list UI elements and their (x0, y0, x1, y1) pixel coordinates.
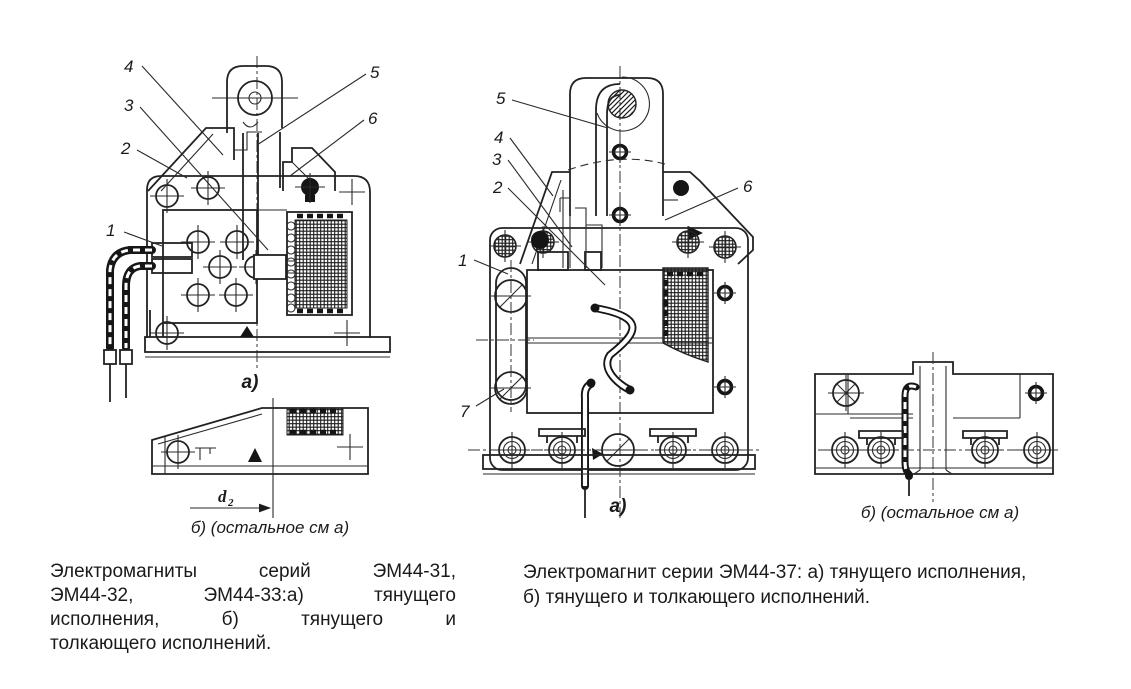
right-callout-leaders (473, 99, 739, 407)
caption-left: Электромагниты серий ЭМ44-31, ЭМ44-32, Э… (50, 560, 456, 656)
callout-1: 1 (458, 251, 467, 270)
right-view-a-label: а) (610, 496, 627, 517)
right-view-a-drawing (468, 66, 762, 518)
caption-left-line: толкающего исполнений. (50, 633, 272, 654)
callout-4: 4 (494, 128, 503, 147)
right-view-b-fasteners (818, 375, 1058, 469)
callout-1: 1 (106, 221, 115, 240)
right-view-b-drawing (814, 352, 1058, 502)
callout-7: 7 (460, 402, 470, 421)
callout-6: 6 (743, 177, 753, 196)
caption-left-line: исполнения, б) тянущего и (50, 609, 456, 630)
left-view-a-label: а) (242, 372, 259, 393)
left-view-a-drawing (103, 56, 391, 402)
coil-edge-beads (286, 221, 296, 313)
callout-2: 2 (492, 178, 503, 197)
callout-5: 5 (370, 63, 380, 82)
figure-em44-37-drawing: 5 4 3 2 1 7 6 а) (458, 66, 1058, 522)
caption-right-line: б) тянущего и толкающего исполнений. (523, 587, 871, 608)
callout-6: 6 (368, 109, 378, 128)
callout-5: 5 (496, 89, 506, 108)
callout-3: 3 (124, 96, 134, 115)
right-view-b-label: б) (остальное см а) (861, 503, 1019, 522)
left-callout-leaders (123, 65, 367, 251)
caption-right: Электромагнит серии ЭМ44-37: а) тянущего… (523, 560, 1098, 610)
dimension-d2-symbol: d (218, 487, 227, 506)
figure-em44-31-drawing: 4 3 2 1 5 6 а) d 2 б) (остальное см а) (103, 56, 391, 537)
caption-left-line: Электромагниты серий ЭМ44-31, (50, 561, 456, 582)
dimension-d2-subscript: 2 (227, 497, 234, 509)
caption-left-line: ЭМ44-32, ЭМ44-33:а) тянущего (50, 585, 456, 606)
caption-right-line: Электромагнит серии ЭМ44-37: а) тянущего… (523, 562, 1027, 583)
callout-2: 2 (120, 139, 131, 158)
callout-3: 3 (492, 150, 502, 169)
callout-4: 4 (124, 57, 133, 76)
left-view-b-drawing (151, 398, 369, 518)
left-view-b-label: б) (остальное см а) (191, 518, 349, 537)
